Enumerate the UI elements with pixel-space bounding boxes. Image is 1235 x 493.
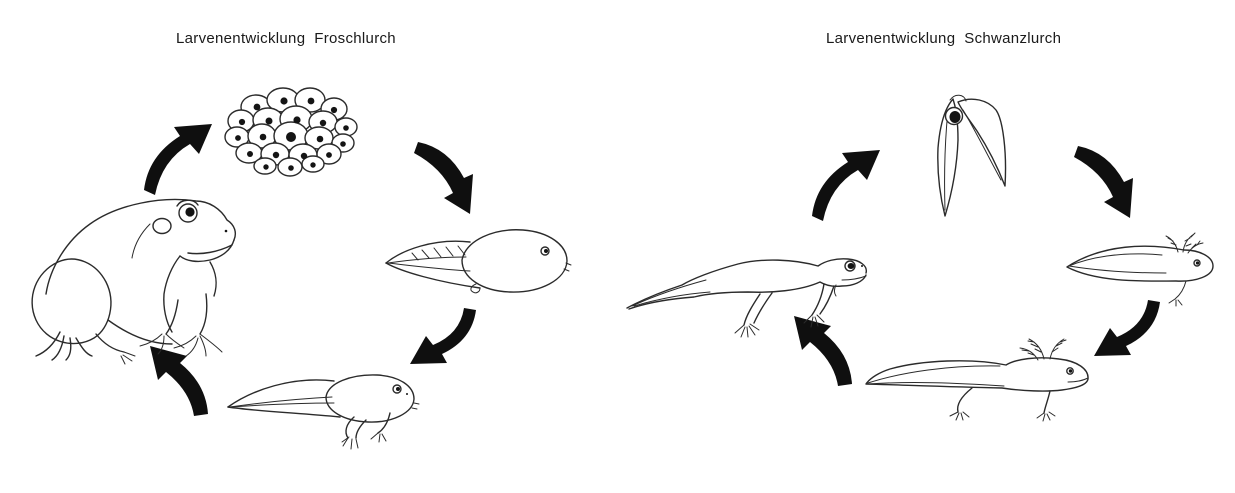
arrow-tadpole-to-legs-icon [410, 308, 476, 364]
tadpole-icon [385, 229, 572, 294]
arrow-legs-to-frog-icon [150, 346, 208, 416]
arrow-larva-to-legs-icon [1094, 300, 1160, 356]
arrow-eggs-to-tadpole-icon [414, 142, 473, 214]
frog-eggs-icon [224, 87, 358, 177]
froschlurch-cycle [31, 87, 572, 450]
newt-larva-gills-icon [1066, 232, 1214, 307]
newt-larva-legs-gills-icon [865, 338, 1089, 422]
adult-frog-icon [31, 198, 236, 365]
left-cycle-title: Larvenentwicklung Froschlurch [176, 30, 396, 47]
arrow-legs-to-newt-icon [794, 316, 852, 386]
arrow-egg-to-larva-icon [1074, 146, 1133, 218]
arrow-frog-to-eggs-icon [144, 124, 212, 195]
schwanzlurch-cycle [626, 94, 1214, 422]
newt-egg-on-leaf-icon [937, 94, 1007, 217]
tadpole-with-legs-icon [227, 374, 420, 450]
adult-newt-icon [626, 258, 867, 338]
right-cycle-title: Larvenentwicklung Schwanzlurch [826, 30, 1062, 47]
arrow-newt-to-egg-icon [812, 150, 880, 221]
